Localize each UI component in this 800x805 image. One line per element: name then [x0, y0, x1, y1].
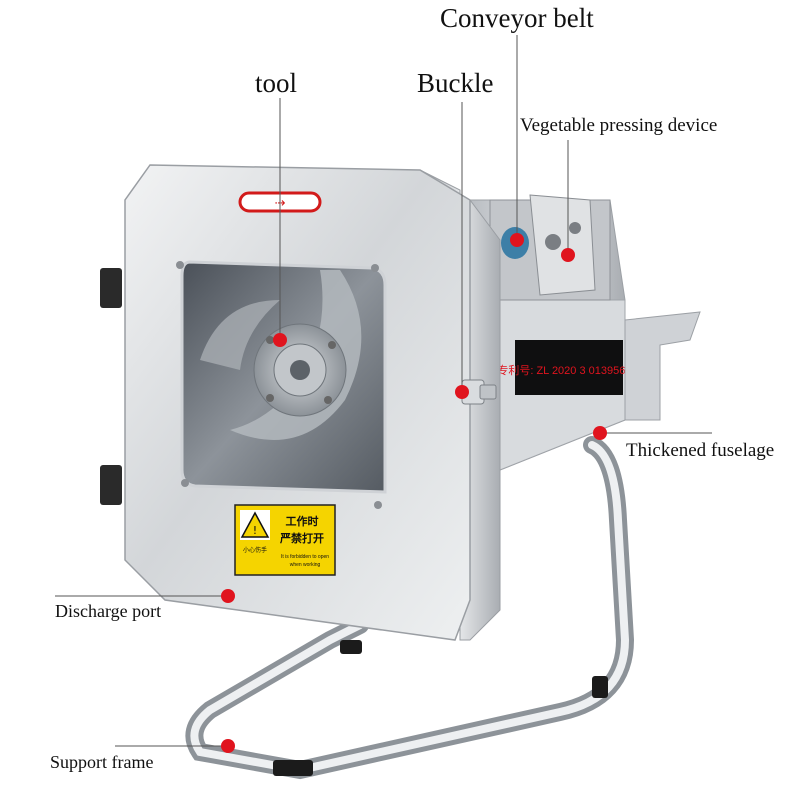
- markers: [221, 233, 607, 753]
- label-buckle: Buckle: [417, 68, 494, 98]
- warning-caption-en-1: It is forbidden to open: [281, 554, 329, 560]
- marker-fuselage: [593, 426, 607, 440]
- marker-tool: [273, 333, 287, 347]
- warning-caption-cn: 小心伤手: [243, 546, 267, 554]
- label-tool: tool: [255, 68, 298, 98]
- warning-title-line2: 严禁打开: [279, 531, 324, 545]
- marker-buckle: [455, 385, 469, 399]
- conveyor-assembly: [489, 194, 611, 301]
- cutting-blade: [200, 270, 362, 440]
- marker-discharge-port: [221, 589, 235, 603]
- warning-sign: ! 工作时 严禁打开 小心伤手 It is forbidden to open …: [234, 504, 336, 576]
- marker-conveyor-belt: [510, 233, 524, 247]
- marker-pressing-device: [561, 248, 575, 262]
- marker-support-frame: [221, 739, 235, 753]
- svg-text:!: !: [253, 524, 257, 537]
- leader-lines: [55, 35, 712, 747]
- label-support-frame: Support frame: [50, 752, 154, 772]
- warning-title-line1: 工作时: [286, 514, 319, 528]
- label-vegetable-pressing-device: Vegetable pressing device: [520, 115, 718, 136]
- patent-text: 专利号: ZL 2020 3 0139567.9: [497, 363, 640, 377]
- label-discharge-port: Discharge port: [55, 601, 162, 621]
- label-conveyor-belt: Conveyor belt: [440, 3, 594, 33]
- label-thickened-fuselage: Thickened fuselage: [626, 440, 775, 461]
- support-frame: [185, 436, 635, 780]
- warning-caption-en-2: when working: [290, 562, 321, 568]
